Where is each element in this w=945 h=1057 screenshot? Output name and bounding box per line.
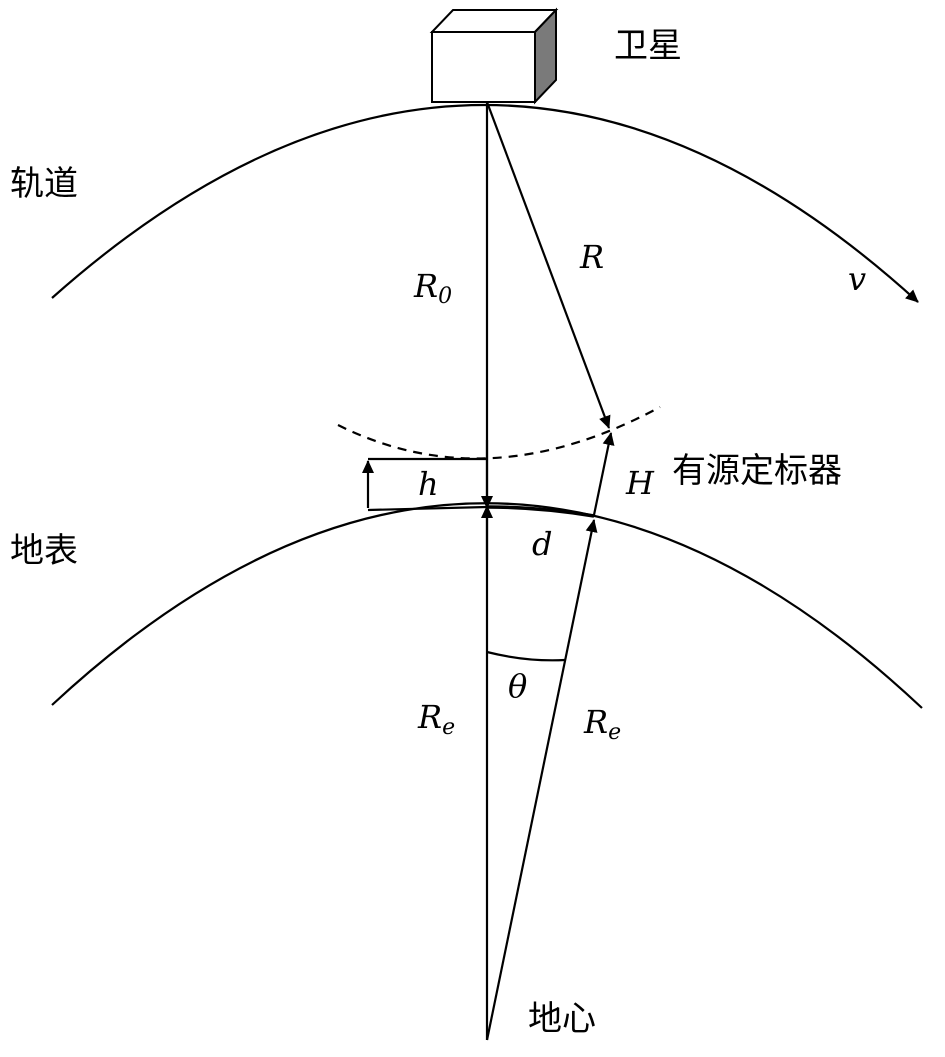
satellite-icon [429,7,559,105]
theta-arc [486,650,566,662]
theta-label: θ [508,667,527,705]
h-calibrator-arrow [592,432,615,516]
re-left-label: Re [417,698,455,740]
re-right-line [485,519,598,1041]
calibrator-height-label: H [625,464,655,502]
slant-range-arrow [485,101,611,429]
surface-distance-d [486,505,595,518]
satellite-label: 卫星 [614,26,682,66]
earth-center-label: 地心 [528,999,596,1039]
orbit-arc [51,104,919,303]
calibrator-height-arc [337,406,661,460]
d-label: d [532,525,552,563]
orbit-label: 轨道 [10,164,78,204]
re-right-label: Re [583,703,621,745]
velocity-label: v [848,260,866,298]
h-label: h [418,465,439,503]
h-bracket [362,457,488,512]
surface-label: 地表 [10,531,78,571]
r-label: R [579,238,604,276]
r0-label: R0 [413,267,452,309]
calibrator-label: 有源定标器 [672,451,842,491]
